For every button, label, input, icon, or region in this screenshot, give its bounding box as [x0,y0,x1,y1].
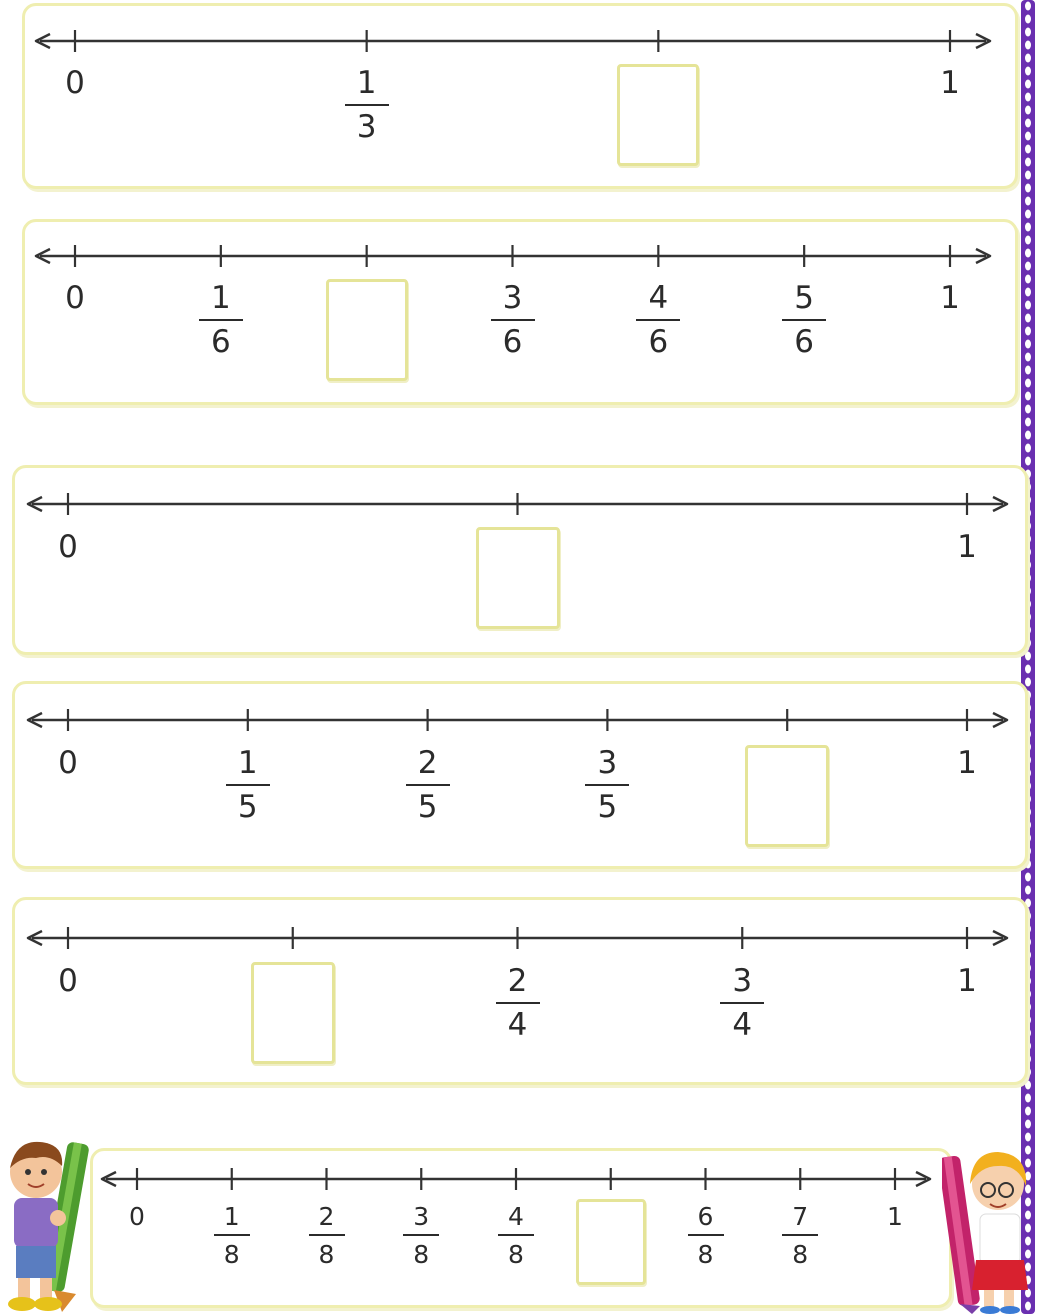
fraction-numerator: 1 [232,748,264,784]
tick-label-whole: 1 [957,748,977,779]
tick-label-whole: 1 [887,1204,903,1229]
fraction-denominator: 8 [792,1236,808,1267]
fraction-numerator: 1 [351,68,383,104]
fraction-numerator: 3 [407,1204,435,1234]
fraction-numerator: 2 [313,1204,341,1234]
tick-label-whole: 0 [129,1204,145,1229]
answer-box-quarters[interactable] [251,962,335,1064]
fraction-numerator: 1 [205,283,237,319]
boy-with-green-crayon-illustration [0,1132,96,1314]
girl-with-red-crayon-illustration [942,1140,1034,1314]
fraction-denominator: 5 [238,786,258,823]
fraction-denominator: 8 [413,1236,429,1267]
fraction-denominator: 8 [698,1236,714,1267]
fraction-denominator: 8 [508,1236,524,1267]
fraction-numerator: 4 [502,1204,530,1234]
fraction-denominator: 6 [648,321,668,358]
fraction-numerator: 3 [726,966,758,1002]
answer-box-eighths[interactable] [576,1199,646,1285]
fraction-denominator: 5 [598,786,618,823]
fraction-numerator: 5 [788,283,820,319]
fraction-denominator: 8 [319,1236,335,1267]
tick-label-whole: 0 [58,532,78,563]
tick-label-whole: 1 [957,966,977,997]
answer-box-thirds[interactable] [617,64,699,166]
fraction-denominator: 3 [357,106,377,143]
tick-label-whole: 1 [940,68,960,99]
tick-label-whole: 1 [957,532,977,563]
tick-label-fraction: 13 [345,68,389,143]
fraction-numerator: 2 [502,966,534,1002]
tick-label-whole: 0 [58,748,78,779]
answer-box-halves[interactable] [476,527,560,629]
tick-label-fraction: 56 [782,283,826,358]
fraction-numerator: 3 [592,748,624,784]
fraction-numerator: 3 [497,283,529,319]
fraction-numerator: 6 [692,1204,720,1234]
tick-label-whole: 1 [940,283,960,314]
tick-label-whole: 0 [65,283,85,314]
tick-label-fraction: 15 [226,748,270,823]
tick-label-whole: 0 [65,68,85,99]
fraction-numerator: 4 [642,283,674,319]
fraction-denominator: 4 [732,1004,752,1041]
answer-box-sixths[interactable] [326,279,408,381]
fraction-denominator: 8 [224,1236,240,1267]
tick-label-whole: 0 [58,966,78,997]
fraction-denominator: 4 [508,1004,528,1041]
fraction-denominator: 5 [418,786,438,823]
fraction-numerator: 7 [786,1204,814,1234]
tick-label-fraction: 36 [491,283,535,358]
fraction-denominator: 6 [211,321,231,358]
fraction-denominator: 6 [794,321,814,358]
fraction-denominator: 6 [503,321,523,358]
answer-box-fifths[interactable] [745,745,829,847]
tick-label-fraction: 25 [406,748,450,823]
tick-label-fraction: 48 [498,1204,534,1267]
tick-label-fraction: 35 [585,748,629,823]
fraction-numerator: 1 [218,1204,246,1234]
fraction-numerator: 2 [412,748,444,784]
